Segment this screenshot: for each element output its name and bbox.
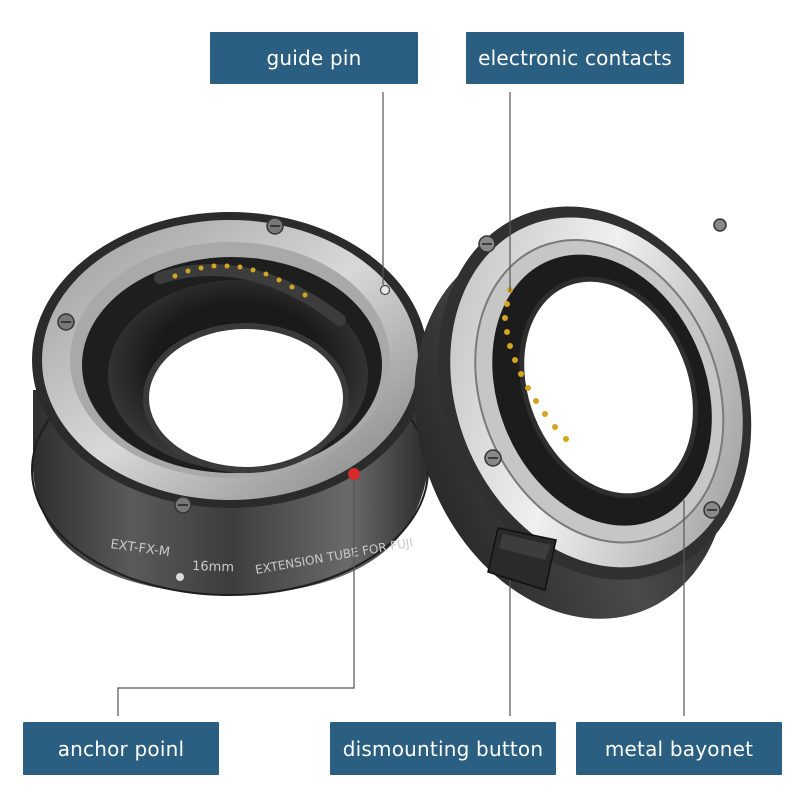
screw-icon xyxy=(478,218,727,519)
label-dismounting-button: dismounting button xyxy=(330,722,556,775)
screw-icon xyxy=(57,217,284,514)
label-anchor-point: anchor poinl xyxy=(23,722,219,775)
guide-pin-marker xyxy=(379,284,391,296)
dismounting-button-part xyxy=(487,527,557,591)
anchor-point-dot xyxy=(348,468,360,480)
leader-anchor-point xyxy=(117,480,355,716)
label-electronic-contacts: electronic contacts xyxy=(466,32,684,84)
contacts-left xyxy=(172,263,308,298)
extension-tube-left: EXT-FX-M 16mm EXTENSION TUBE FOR FUJI xyxy=(31,212,429,596)
length-engraving: 16mm xyxy=(192,559,234,575)
label-metal-bayonet: metal bayonet xyxy=(576,722,782,775)
extension-tube-right xyxy=(414,206,752,619)
leader-lines xyxy=(117,92,685,716)
label-guide-pin: guide pin xyxy=(210,32,418,84)
